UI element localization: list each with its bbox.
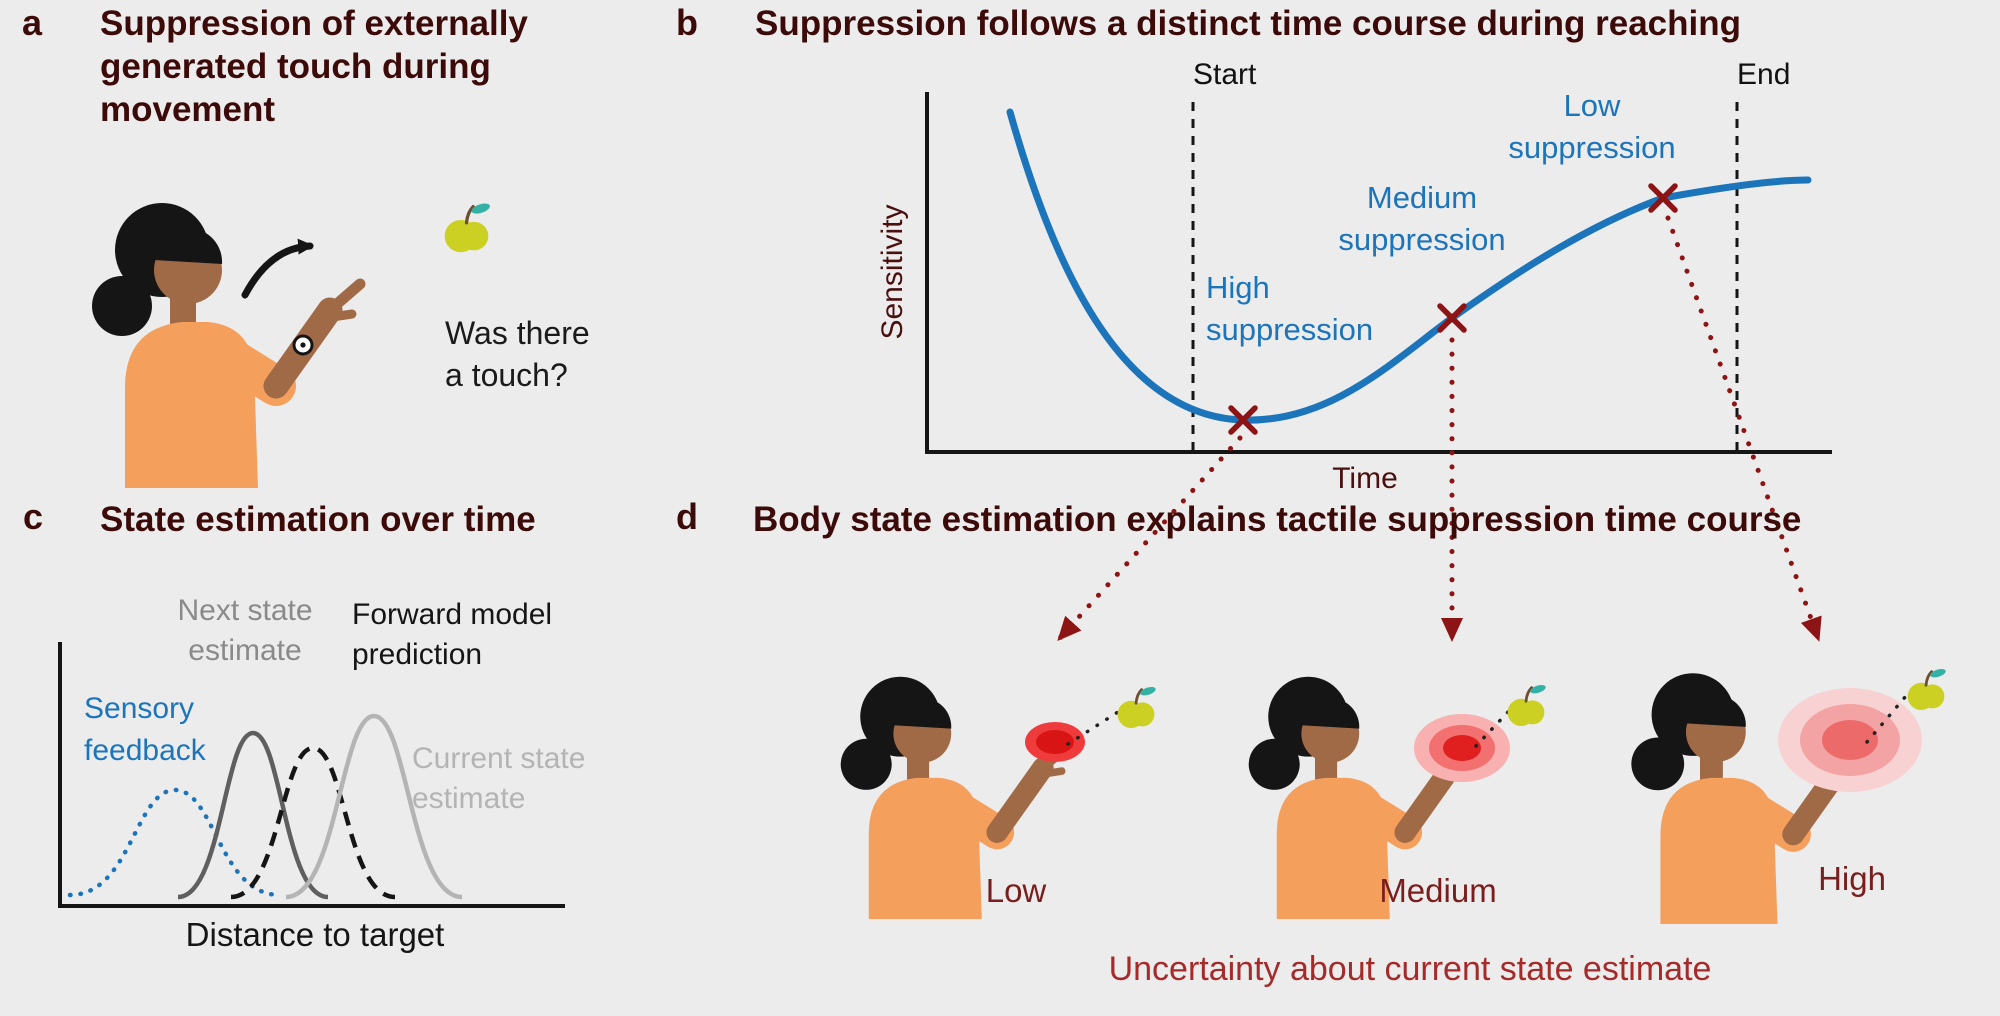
annotation-medium-line2: suppression bbox=[1338, 222, 1506, 257]
reach-dotted-line-medium bbox=[1474, 710, 1510, 748]
annotation-low-line1: Low bbox=[1563, 88, 1621, 123]
panel-letter-b: b bbox=[676, 2, 698, 43]
panel-d-title: Body state estimation explains tactile s… bbox=[753, 500, 1802, 539]
uncertainty-caption: Uncertainty about current state estimate bbox=[1108, 950, 1712, 988]
panel-a-title-line2: generated touch during bbox=[100, 47, 491, 86]
uncertainty-blob-high bbox=[1778, 688, 1922, 792]
forward-model-label-line1: Forward model bbox=[352, 598, 553, 631]
sensitivity-curve bbox=[1006, 108, 1812, 424]
next-state-label-line2: estimate bbox=[188, 634, 302, 667]
panel-letter-c: c bbox=[23, 496, 44, 537]
figure-high-uncertainty bbox=[1631, 665, 1949, 924]
annotation-high-line1: High bbox=[1206, 270, 1270, 305]
plot-axes-c bbox=[58, 642, 565, 908]
annotation-low-line2: suppression bbox=[1508, 130, 1676, 165]
reach-dotted-line-high bbox=[1865, 694, 1908, 744]
panel-a-title-line3: movement bbox=[100, 90, 276, 129]
reach-dotted-line-low bbox=[1066, 710, 1120, 746]
arrow-low-to-high-uncertainty bbox=[1665, 215, 1822, 642]
current-state-label-line1: Current state bbox=[412, 742, 586, 775]
y-axis-label-sensitivity: Sensitivity bbox=[875, 204, 909, 340]
question-line1: Was there bbox=[445, 315, 590, 351]
uncertainty-blob-low bbox=[1025, 722, 1085, 762]
level-label-low: Low bbox=[985, 872, 1047, 909]
level-label-medium: Medium bbox=[1379, 872, 1497, 909]
arrow-high-to-low-uncertainty bbox=[1057, 435, 1243, 641]
panel-c-title: State estimation over time bbox=[100, 500, 536, 539]
suppression-plot bbox=[925, 92, 1832, 454]
apple-icon-low bbox=[1116, 683, 1159, 730]
start-label: Start bbox=[1193, 58, 1257, 91]
apple-icon-high bbox=[1906, 665, 1949, 712]
panel-letter-d: d bbox=[676, 496, 698, 537]
sensory-feedback-label-line2: feedback bbox=[84, 734, 206, 767]
sensory-feedback-curve bbox=[67, 787, 283, 898]
current-state-estimate-curve bbox=[285, 713, 463, 900]
uncertainty-blob-medium bbox=[1414, 714, 1510, 782]
annotation-high-line2: suppression bbox=[1206, 312, 1374, 347]
figure-medium-uncertainty bbox=[1249, 677, 1549, 919]
apple-icon-medium bbox=[1506, 681, 1549, 728]
figure-low-uncertainty bbox=[841, 677, 1159, 919]
next-state-label-line1: Next state bbox=[177, 594, 313, 627]
panel-a-title-line1: Suppression of externally bbox=[100, 4, 528, 43]
panel-letter-a: a bbox=[22, 2, 43, 43]
link-arrows bbox=[1057, 215, 1822, 642]
touch-probe-icon bbox=[292, 334, 314, 356]
cross-marker-high bbox=[1228, 405, 1258, 435]
x-axis-label-time: Time bbox=[1332, 462, 1398, 495]
person-figure-a bbox=[92, 203, 360, 488]
current-state-label-line2: estimate bbox=[412, 782, 526, 815]
cross-marker-low bbox=[1648, 183, 1678, 213]
end-label: End bbox=[1737, 58, 1791, 91]
level-label-high: High bbox=[1818, 860, 1886, 897]
panel-b-title: Suppression follows a distinct time cour… bbox=[755, 4, 1741, 43]
sensory-feedback-label-line1: Sensory bbox=[84, 692, 195, 725]
forward-model-prediction-curve bbox=[230, 745, 396, 900]
annotation-medium-line1: Medium bbox=[1366, 180, 1478, 215]
apple-icon-a bbox=[442, 199, 493, 254]
forward-model-label-line2: prediction bbox=[352, 638, 483, 671]
state-estimation-plot bbox=[58, 642, 565, 908]
cross-markers bbox=[1228, 183, 1678, 435]
curved-arrow-icon bbox=[241, 238, 314, 299]
question-line2: a touch? bbox=[445, 357, 568, 393]
x-axis-label-distance: Distance to target bbox=[185, 916, 445, 953]
next-state-estimate-curve bbox=[177, 730, 329, 900]
cross-marker-medium bbox=[1437, 303, 1467, 333]
plot-axes-b bbox=[925, 92, 1832, 454]
